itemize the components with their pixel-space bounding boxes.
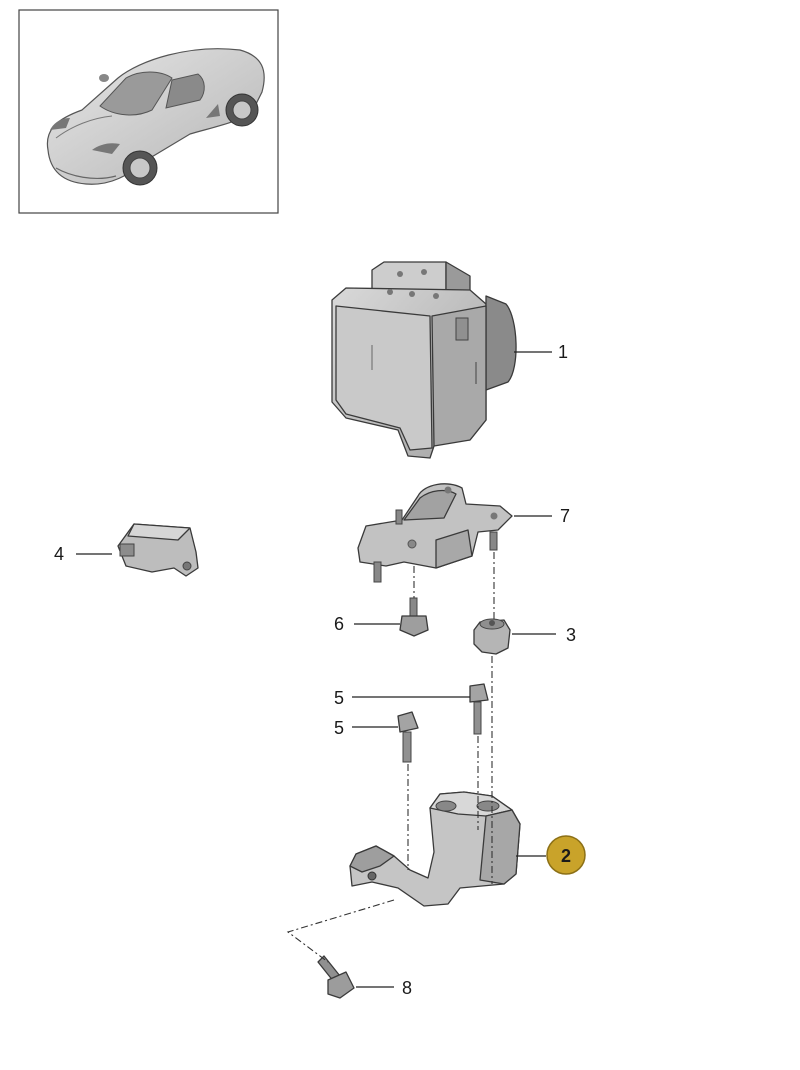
callout-3[interactable]: 3 bbox=[566, 625, 576, 645]
sports-car-icon bbox=[46, 48, 265, 186]
vehicle-thumbnail bbox=[18, 9, 279, 214]
callout-2-badge[interactable]: 2 bbox=[546, 835, 586, 875]
part-7-bracket bbox=[357, 483, 513, 583]
callout-5-lower[interactable]: 5 bbox=[334, 718, 344, 738]
assembly-lines bbox=[286, 552, 495, 963]
callout-1[interactable]: 1 bbox=[558, 342, 568, 362]
callout-8[interactable]: 8 bbox=[402, 978, 412, 998]
part-3-rubber-mount bbox=[473, 618, 511, 655]
callout-6[interactable]: 6 bbox=[334, 614, 344, 634]
part-4-sensor bbox=[117, 523, 199, 577]
part-8-flange-bolt bbox=[317, 955, 355, 999]
callout-5-upper[interactable]: 5 bbox=[334, 688, 344, 708]
callout-2: 2 bbox=[561, 846, 571, 866]
part-1-abs-unit bbox=[331, 261, 517, 459]
part-5-bolt-upper bbox=[469, 683, 489, 735]
callout-4[interactable]: 4 bbox=[54, 544, 64, 564]
part-5-bolt-lower bbox=[397, 711, 419, 763]
part-6-bolt bbox=[399, 597, 429, 637]
part-2-lower-bracket bbox=[349, 791, 521, 907]
callout-7[interactable]: 7 bbox=[560, 506, 570, 526]
